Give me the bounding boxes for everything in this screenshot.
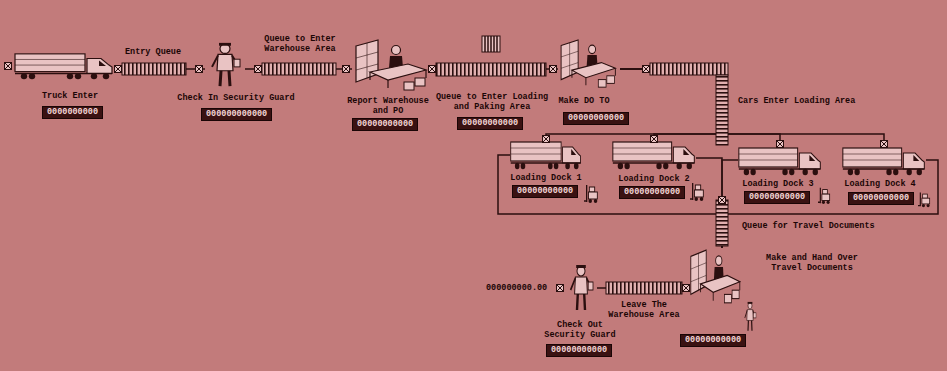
entry-marker bbox=[343, 66, 350, 73]
truck-icon bbox=[739, 148, 820, 175]
simulation-module: Loading Dock 400000000000 bbox=[842, 146, 926, 176]
counter-value: 00000000000 bbox=[680, 334, 746, 347]
desk-icon bbox=[691, 250, 740, 303]
forklift-icon bbox=[584, 185, 597, 203]
counter-value: 00000000000 bbox=[848, 192, 914, 205]
queue-bar bbox=[262, 63, 336, 75]
counter-value: 000000000000 bbox=[201, 108, 272, 121]
flow-connector bbox=[546, 69, 722, 140]
simulation-module: Loading Dock 300000000000 bbox=[738, 146, 822, 176]
module-label: Check Out Security Guard bbox=[542, 320, 618, 340]
queue-label: Entry Queue bbox=[125, 47, 181, 57]
truck-icon bbox=[843, 148, 924, 175]
flow-connector bbox=[620, 69, 722, 140]
entry-marker bbox=[777, 141, 784, 148]
simulation-module: Loading Dock 100000000000 bbox=[510, 140, 582, 170]
forklift-icon bbox=[690, 183, 703, 201]
queue-bar bbox=[122, 63, 186, 75]
queue-bar bbox=[716, 75, 728, 145]
truck-icon bbox=[613, 142, 694, 169]
counter-value: 00000000000 bbox=[619, 186, 685, 199]
queue-label: Leave The Warehouse Area bbox=[604, 300, 684, 320]
counter-value: 00000000000 bbox=[512, 185, 578, 198]
annotation-label: Cars Enter Loading Area bbox=[738, 96, 855, 106]
queue-label: Queue to Enter Warehouse Area bbox=[259, 34, 341, 54]
module-label: Loading Dock 4 bbox=[844, 179, 915, 189]
entity-picture bbox=[482, 36, 500, 52]
forklift-icon bbox=[818, 188, 830, 204]
counter-value: 0000000000 bbox=[42, 106, 103, 119]
module-label: Truck Enter bbox=[42, 91, 98, 101]
simulation-module: Loading Dock 200000000000 bbox=[612, 140, 696, 170]
entry-marker bbox=[543, 136, 550, 143]
simulation-module: Truck Enter0000000000 bbox=[14, 52, 114, 80]
entry-marker bbox=[550, 66, 557, 73]
entry-marker bbox=[429, 66, 436, 73]
queue-bar bbox=[650, 63, 728, 75]
simulation-module: Check In Security Guard000000000000 bbox=[205, 40, 245, 88]
entry-marker bbox=[881, 141, 888, 148]
desk-icon bbox=[561, 40, 615, 87]
counter-value: 00000000000 bbox=[744, 191, 810, 204]
desk-icon bbox=[356, 40, 426, 90]
counter-value: 00000000000 bbox=[352, 118, 418, 131]
entry-marker bbox=[115, 66, 122, 73]
entry-marker bbox=[255, 66, 262, 73]
truck-icon bbox=[15, 54, 112, 79]
module-label: Check In Security Guard bbox=[177, 93, 294, 103]
annotation-label: Queue for Travel Documents bbox=[742, 221, 875, 231]
simulation-module: Check Out Security Guard00000000000 bbox=[565, 262, 597, 312]
entry-marker bbox=[643, 66, 650, 73]
counter-value: 00000000000 bbox=[546, 344, 612, 357]
module-label: Loading Dock 2 bbox=[618, 174, 689, 184]
queue-label: Queue to Enter Loading and Paking Area bbox=[434, 92, 550, 112]
person-icon bbox=[745, 302, 756, 331]
entry-marker bbox=[5, 63, 12, 70]
queue-bar bbox=[436, 63, 546, 76]
counter-value: 00000000000 bbox=[563, 112, 629, 125]
entry-marker bbox=[683, 285, 690, 292]
module-label: Make and Hand Over Travel Documents bbox=[762, 253, 862, 273]
module-label: Loading Dock 3 bbox=[742, 179, 813, 189]
entry-marker bbox=[196, 66, 203, 73]
entry-marker bbox=[719, 197, 726, 204]
module-label: Make DO TO bbox=[558, 96, 609, 106]
simulation-module: Report Warehouse and PO00000000000 bbox=[352, 38, 432, 93]
flow-connector bbox=[620, 69, 884, 146]
truck-icon bbox=[511, 142, 581, 169]
module-label: Report Warehouse and PO bbox=[342, 96, 434, 116]
module-label: Loading Dock 1 bbox=[510, 173, 581, 183]
forklift-icon bbox=[918, 192, 930, 207]
annotation-label: 000000000.00 bbox=[486, 283, 547, 293]
guard-icon bbox=[571, 265, 593, 310]
entry-marker bbox=[557, 285, 564, 292]
guard-icon bbox=[212, 43, 240, 86]
entry-marker bbox=[651, 136, 658, 143]
queue-bar bbox=[716, 200, 728, 246]
counter-value: 00000000000 bbox=[457, 117, 523, 130]
queue-bar bbox=[606, 282, 682, 294]
simulation-module: Make and Hand Over Travel Documents00000… bbox=[688, 248, 744, 306]
simulation-module: Make DO TO00000000000 bbox=[558, 38, 620, 90]
